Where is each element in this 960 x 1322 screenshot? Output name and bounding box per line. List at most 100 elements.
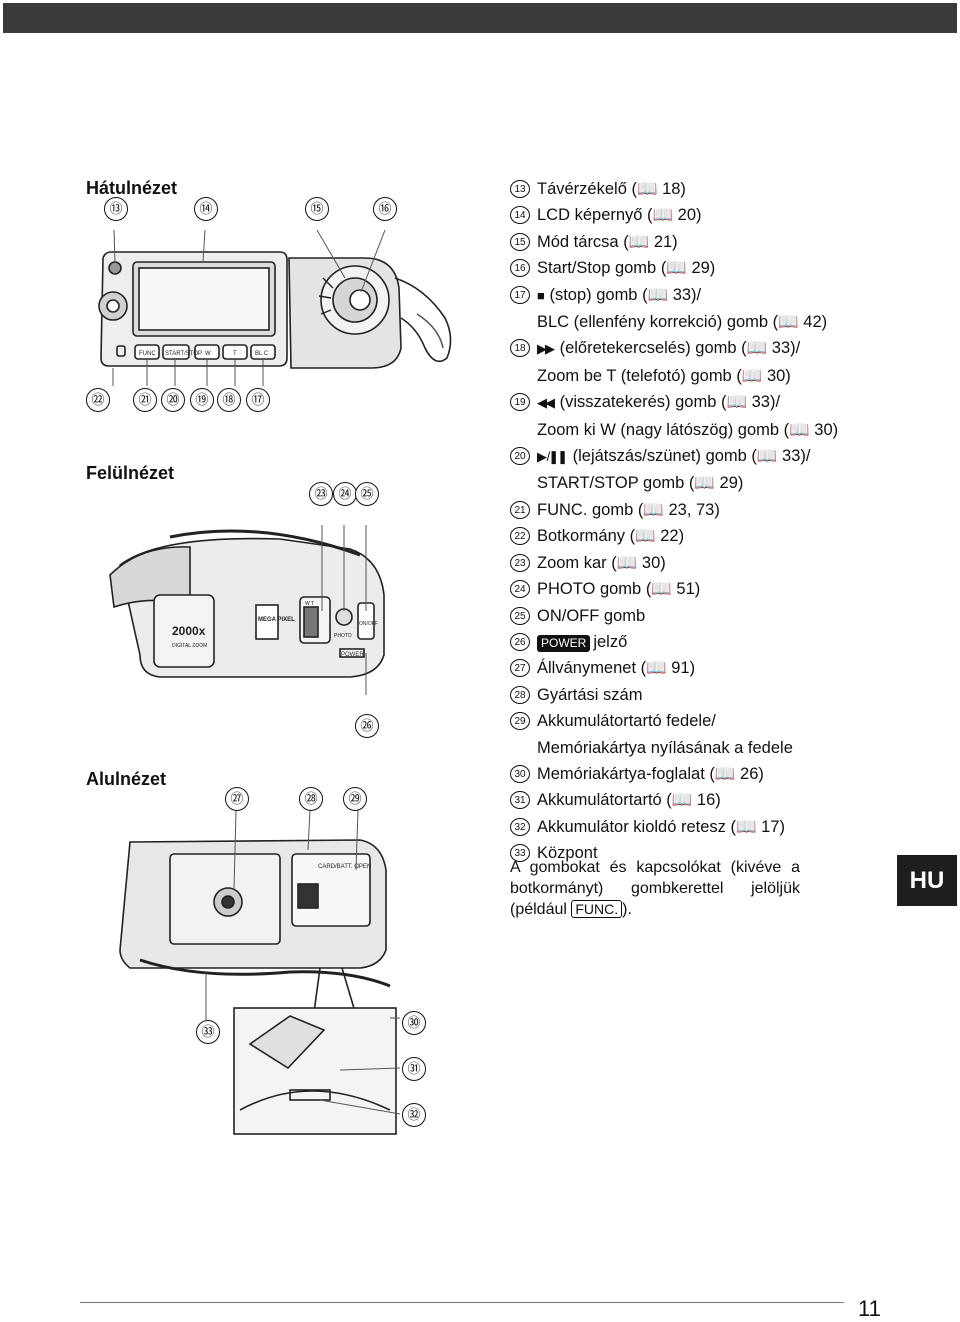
legend-line-1: Botkormány (📖 22) bbox=[537, 527, 685, 546]
legend-item-19: 19 ◀◀ (visszatekerés) gomb (📖 33)/ Zoom ki… bbox=[510, 389, 890, 443]
legend-line-1: (stop) gomb (📖 33)/ bbox=[549, 285, 702, 304]
legend-text: Állványmenet (📖 91) bbox=[537, 655, 890, 681]
legend-number: 17 bbox=[510, 285, 530, 304]
legend-line-1: Akkumulátor kioldó retesz (📖 17) bbox=[537, 817, 785, 836]
callout-13: ⑬ bbox=[104, 197, 128, 221]
legend-item-23: 23 Zoom kar (📖 30) bbox=[510, 550, 890, 576]
callout-25: ㉕ bbox=[355, 482, 379, 506]
legend-item-29: 29 Akkumulátortartó fedele/Memóriakártya … bbox=[510, 708, 890, 761]
legend-item-21: 21 FUNC. gomb (📖 23, 73) bbox=[510, 497, 890, 523]
legend-line-1: Memóriakártya-foglalat (📖 26) bbox=[537, 764, 764, 783]
func-button-label: FUNC bbox=[139, 351, 156, 357]
legend-text: PHOTO gomb (📖 51) bbox=[537, 576, 890, 602]
legend-line-1: jelző bbox=[593, 632, 628, 651]
legend-line-2: Zoom ki W (nagy látószög) gomb (📖 30) bbox=[537, 420, 839, 439]
button-symbol-icon: ▶▶ bbox=[537, 341, 555, 357]
callout-32: ㉜ bbox=[402, 1103, 426, 1127]
model-label: 2000x bbox=[172, 624, 206, 638]
legend-number: 19 bbox=[510, 393, 530, 412]
legend-text: LCD képernyő (📖 20) bbox=[537, 202, 890, 228]
legend-number: 29 bbox=[510, 712, 530, 731]
legend-line-1: Akkumulátortartó (📖 16) bbox=[537, 791, 721, 810]
legend-number: 22 bbox=[510, 527, 530, 546]
heading-top-view: Felülnézet bbox=[86, 463, 175, 483]
legend-text: FUNC. gomb (📖 23, 73) bbox=[537, 497, 890, 523]
legend-line-1: (lejátszás/szünet) gomb (📖 33)/ bbox=[572, 447, 811, 466]
w-button-label: W bbox=[205, 351, 211, 357]
legend-number: 26 bbox=[510, 632, 530, 651]
legend-line-1: Mód tárcsa (📖 21) bbox=[537, 232, 678, 251]
photo-label: PHOTO bbox=[334, 633, 352, 639]
legend-text: ▶▶ (előretekercselés) gomb (📖 33)/Zoom b… bbox=[537, 335, 890, 389]
legend-number: 31 bbox=[510, 791, 530, 810]
blc-button-label: BL C bbox=[255, 351, 269, 357]
header-bar bbox=[3, 3, 957, 33]
legend-line-1: Gyártási szám bbox=[537, 685, 643, 704]
legend-text: Start/Stop gomb (📖 29) bbox=[537, 255, 890, 281]
button-symbol-icon: ■ bbox=[537, 287, 545, 303]
legend-number: 21 bbox=[510, 500, 530, 519]
button-symbol-icon: ◀◀ bbox=[537, 395, 555, 411]
callout-26: ㉖ bbox=[355, 714, 379, 738]
callout-22: ㉒ bbox=[86, 388, 110, 412]
card-batt-label: CARD/BATT. OPEN bbox=[318, 864, 371, 870]
legend-number: 15 bbox=[510, 232, 530, 251]
legend-line-1: Start/Stop gomb (📖 29) bbox=[537, 259, 716, 278]
power-label: POWER bbox=[341, 652, 364, 658]
legend-item-18: 18 ▶▶ (előretekercselés) gomb (📖 33)/Zoom… bbox=[510, 335, 890, 389]
legend-line-2: START/STOP gomb (📖 29) bbox=[537, 474, 744, 493]
legend-number: 20 bbox=[510, 447, 530, 466]
legend-text: Mód tárcsa (📖 21) bbox=[537, 229, 890, 255]
top-view-illustration: 2000x DIGITAL ZOOM MEGA PIXEL W T PHOTO … bbox=[109, 525, 385, 695]
legend-number: 18 bbox=[510, 339, 530, 358]
callout-16: ⑯ bbox=[373, 197, 397, 221]
callout-20: ⑳ bbox=[161, 388, 185, 412]
legend-line-1: (visszatekerés) gomb (📖 33)/ bbox=[559, 393, 781, 412]
callout-28: ㉘ bbox=[299, 787, 323, 811]
bottom-view-illustration: CARD/BATT. OPEN bbox=[119, 810, 401, 1135]
legend-line-1: PHOTO gomb (📖 51) bbox=[537, 580, 701, 599]
legend-text: Gyártási szám bbox=[537, 682, 890, 708]
footer-rule bbox=[80, 1302, 844, 1303]
mega-pixel-label: MEGA PIXEL bbox=[258, 617, 295, 623]
legend-line-2: Memóriakártya nyílásának a fedele bbox=[537, 738, 793, 757]
callout-27: ㉗ bbox=[225, 787, 249, 811]
legend-text: Memóriakártya-foglalat (📖 26) bbox=[537, 761, 890, 787]
legend-line-1: ON/OFF gomb bbox=[537, 606, 646, 625]
page-number: 11 bbox=[858, 1296, 881, 1321]
legend-number: 30 bbox=[510, 764, 530, 783]
callout-23: ㉓ bbox=[309, 482, 333, 506]
note-text-end: ). bbox=[622, 901, 632, 918]
legend-number: 16 bbox=[510, 259, 530, 278]
legend-line-1: Zoom kar (📖 30) bbox=[537, 553, 666, 572]
callout-19: ⑲ bbox=[190, 388, 214, 412]
t-button-label: T bbox=[233, 351, 237, 357]
power-badge: POWER bbox=[537, 634, 591, 652]
legend-item-15: 15 Mód tárcsa (📖 21) bbox=[510, 229, 890, 255]
legend-line-1: FUNC. gomb (📖 23, 73) bbox=[537, 500, 720, 519]
legend-number: 32 bbox=[510, 817, 530, 836]
legend-text: Távérzékelő (📖 18) bbox=[537, 176, 890, 202]
legend-text: Akkumulátortartó (📖 16) bbox=[537, 787, 890, 813]
note-text: A gombokat és kapcsolókat (kivéve a botk… bbox=[510, 859, 800, 918]
callout-24: ㉔ bbox=[333, 482, 357, 506]
legend-line-1: Akkumulátortartó fedele/ bbox=[537, 712, 716, 731]
legend-item-20: 20▶ /❚❚ (lejátszás/szünet) gomb (📖 33)/S… bbox=[510, 443, 890, 497]
legend-item-25: 25 ON/OFF gomb bbox=[510, 603, 890, 629]
onoff-label: ON/OFF bbox=[359, 621, 378, 627]
legend-line-1: Állványmenet (📖 91) bbox=[537, 659, 696, 678]
callout-30: ㉚ bbox=[402, 1011, 426, 1035]
legend-number: 25 bbox=[510, 606, 530, 625]
legend-line-1: Távérzékelő (📖 18) bbox=[537, 180, 686, 198]
legend-item-30: 30 Memóriakártya-foglalat (📖 26) bbox=[510, 761, 890, 787]
callout-15: ⑮ bbox=[305, 197, 329, 221]
legend-number: 33 bbox=[510, 844, 530, 863]
legend-number: 23 bbox=[510, 553, 530, 572]
legend-line-2: Zoom be T (telefotó) gomb (📖 30) bbox=[537, 366, 791, 385]
legend-item-16: 16 Start/Stop gomb (📖 29) bbox=[510, 255, 890, 281]
